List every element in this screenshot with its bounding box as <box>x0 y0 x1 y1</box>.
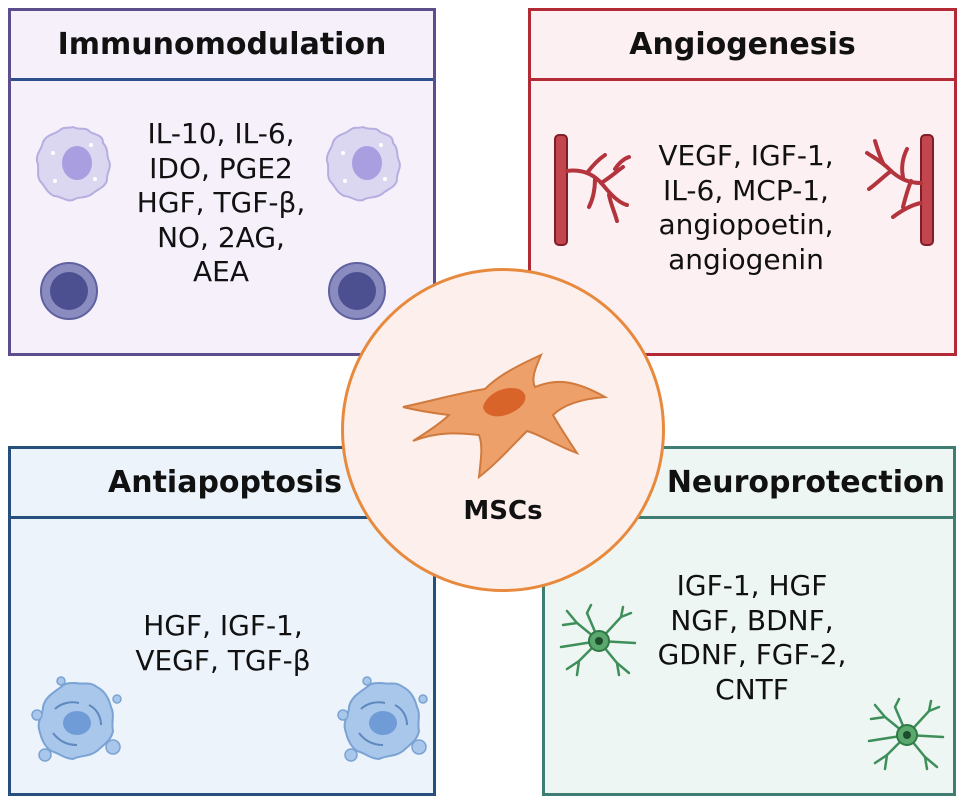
angiogenesis-title: Angiogenesis <box>531 11 954 81</box>
lymphocyte-icon <box>328 262 386 320</box>
factor-line: HGF, IGF-1, <box>143 609 303 642</box>
angiogenesis-factors: VEGF, IGF-1, IL-6, MCP-1, angiopoetin, a… <box>631 139 861 277</box>
neuroprotection-factors: IGF-1, HGF NGF, BDNF, GDNF, FGF-2, CNTF <box>632 569 872 707</box>
factor-line: IL-6, MCP-1, <box>663 173 829 207</box>
macrophage-icon <box>325 125 401 202</box>
neuron-icon <box>867 697 945 771</box>
antiapoptosis-body: HGF, IGF-1, VEGF, TGF-β <box>11 519 433 793</box>
macrophage-icon <box>35 125 111 202</box>
factor-line: angiopoetin, <box>658 208 834 241</box>
factor-line: IDO, PGE2 <box>149 151 293 185</box>
neuroprotection-body: IGF-1, HGF NGF, BDNF, GDNF, FGF-2, CNTF <box>545 519 953 793</box>
immunomodulation-panel: Immunomodulation IL-10, IL-6, IDO, PGE2 … <box>8 8 436 356</box>
antiapoptosis-title: Antiapoptosis <box>11 449 433 519</box>
stem-cell-icon <box>402 353 609 480</box>
factor-line: GDNF, FGF-2, <box>657 638 847 671</box>
factor-line: NGF, BDNF, <box>670 603 834 637</box>
msc-label: MSCs <box>463 496 543 526</box>
angiogenesis-panel: Angiogenesis VEG <box>528 8 957 356</box>
factor-line: AEA <box>193 255 249 288</box>
factor-line: VEGF, IGF-1, <box>658 139 834 172</box>
factor-line: IL-10, IL-6, <box>147 117 295 150</box>
factor-line: HGF, TGF-β, <box>136 186 306 219</box>
factor-line: IGF-1, HGF <box>676 569 828 602</box>
msc-circle: MSCs <box>341 268 665 592</box>
neuron-icon <box>559 603 637 677</box>
factor-line: VEGF, TGF-β <box>135 643 311 677</box>
apoptotic-cell-icon <box>31 676 122 762</box>
neuroprotection-title: Neuroprotection <box>545 449 953 519</box>
angiogenesis-body: VEGF, IGF-1, IL-6, MCP-1, angiopoetin, a… <box>531 81 954 353</box>
apoptotic-cell-icon <box>337 676 428 762</box>
factor-line: CNTF <box>715 672 789 706</box>
factor-line: angiogenin <box>668 242 824 276</box>
blood-vessel-icon <box>554 134 631 246</box>
factor-line: NO, 2AG, <box>157 220 285 254</box>
lymphocyte-icon <box>40 262 98 320</box>
antiapoptosis-factors: HGF, IGF-1, VEGF, TGF-β <box>113 609 333 678</box>
blood-vessel-icon <box>865 134 934 246</box>
immunomodulation-body: IL-10, IL-6, IDO, PGE2 HGF, TGF-β, NO, 2… <box>11 81 433 353</box>
immunomodulation-title: Immunomodulation <box>11 11 433 81</box>
immunomodulation-factors: IL-10, IL-6, IDO, PGE2 HGF, TGF-β, NO, 2… <box>111 117 331 290</box>
